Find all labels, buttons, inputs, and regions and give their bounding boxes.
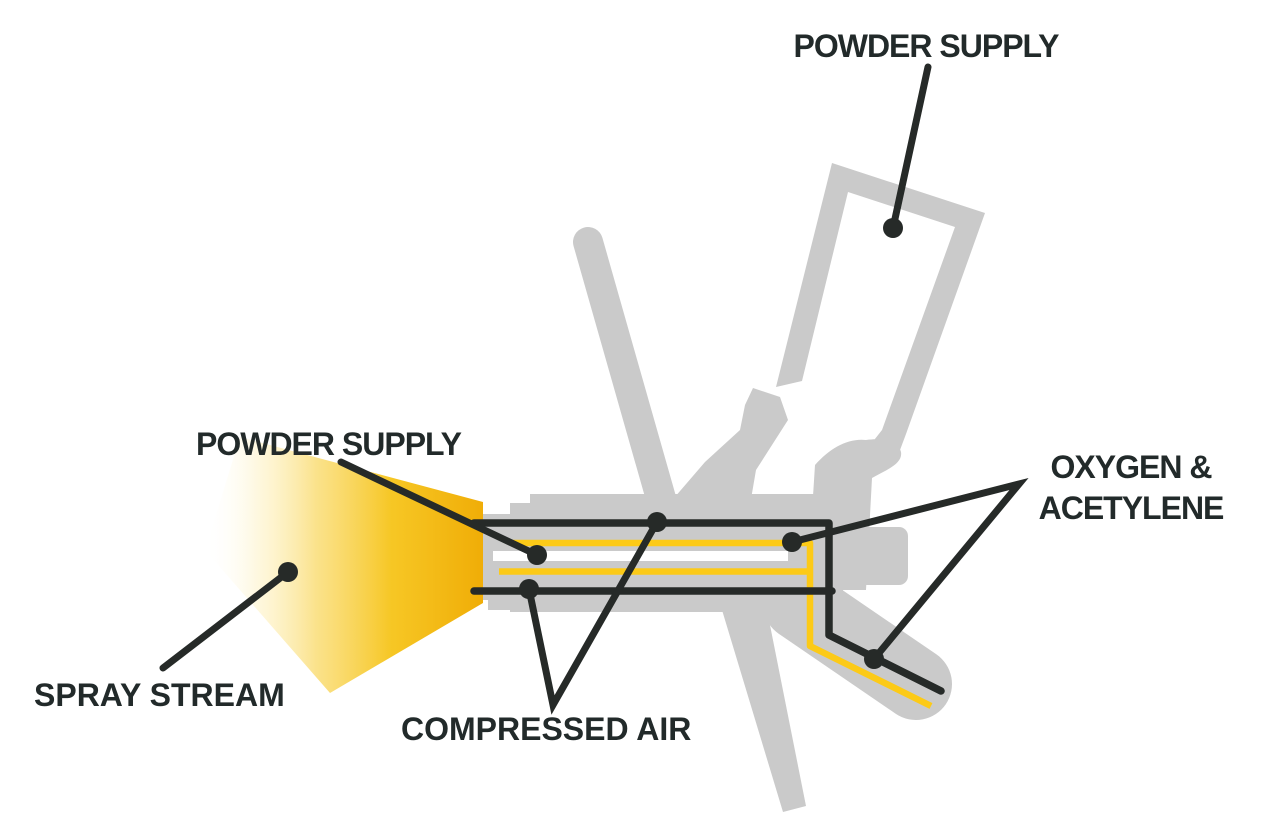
label-powder-supply-top: POWDER SUPPLY: [793, 28, 1060, 64]
label-oxygen-acetylene: OXYGEN & ACETYLENE: [1026, 447, 1236, 529]
label-spray-stream: SPRAY STREAM: [34, 677, 285, 713]
powder-hopper: [776, 163, 985, 458]
callout-dot: [864, 649, 884, 669]
lower-strut: [722, 610, 806, 812]
leader-spray-stream: [159, 568, 292, 672]
label-oxygen-acetylene-line2: ACETYLENE: [1038, 490, 1225, 526]
callout-dot: [519, 579, 539, 599]
spray-cone: [205, 437, 483, 693]
nozzle-bottom-step: [488, 594, 520, 610]
leader-powder-supply-top: [889, 63, 932, 232]
callout-dots: [278, 218, 903, 669]
callout-dot: [278, 562, 298, 582]
leader-lines: [159, 63, 1029, 715]
support-rod: [573, 227, 677, 517]
label-oxygen-acetylene-line1: OXYGEN &: [1050, 449, 1213, 485]
hopper-neck: [668, 388, 788, 505]
leader-powder-supply-nozzle: [337, 458, 541, 559]
callout-dot: [527, 545, 547, 565]
callout-dot: [883, 218, 903, 238]
label-compressed-air: COMPRESSED AIR: [401, 711, 692, 747]
rear-knob: [858, 527, 908, 585]
callout-dot: [782, 532, 802, 552]
label-powder-supply-nozzle: POWDER SUPPLY: [196, 426, 462, 462]
leader-oxygen-acetylene: [788, 477, 1029, 663]
leader-compressed-air: [525, 518, 661, 715]
callout-dot: [647, 512, 667, 532]
